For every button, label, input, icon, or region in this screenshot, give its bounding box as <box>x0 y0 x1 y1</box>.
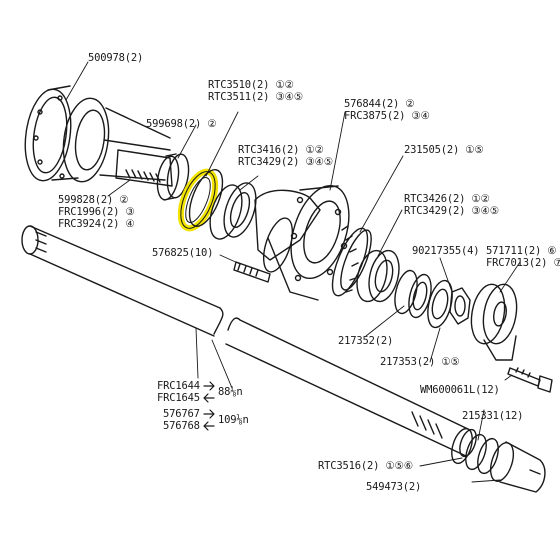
label-576767: 576767 <box>163 408 200 420</box>
label-rtc3516: RTC3516(2) ①⑤⑥ <box>318 460 413 472</box>
label-length-109: 109⅛n <box>218 414 249 426</box>
label-215331: 215331(12) <box>462 410 524 422</box>
stub-shaft <box>115 149 173 187</box>
label-231505: 231505(2) ①⑤ <box>404 144 484 156</box>
label-rtc3416: RTC3416(2) ①② RTC3429(2) ③④⑤ <box>238 144 333 168</box>
length-arrows <box>203 381 215 431</box>
label-rtc3510: RTC3510(2) ①② RTC3511(2) ③④⑤ <box>208 79 303 103</box>
halfshaft-long <box>21 225 477 458</box>
output-flange <box>470 283 518 361</box>
label-length-88: 88⅛n <box>218 386 243 398</box>
drive-flange <box>24 85 171 183</box>
label-217353: 217353(2) ①⑤ <box>380 356 460 368</box>
spacer-ring <box>156 153 190 201</box>
label-549473: 549473(2) <box>366 481 422 493</box>
label-217352: 217352(2) <box>338 335 394 347</box>
label-599698: 599698(2) ② <box>146 118 217 130</box>
label-571711: 571711(2) ⑥ FRC7013(2) ⑦ <box>486 245 560 269</box>
label-rtc3426: RTC3426(2) ①② RTC3429(2) ③④⑤ <box>404 193 499 217</box>
hub-nut <box>449 287 471 325</box>
label-wm600061: WM600061L(12) <box>420 384 500 396</box>
label-frc1645: FRC1645 <box>157 392 200 404</box>
label-576844: 576844(2) ② FRC3875(2) ③④ <box>344 98 430 122</box>
oil-seal-highlighted <box>177 168 224 232</box>
differential-carrier <box>254 184 350 301</box>
label-576768: 576768 <box>163 420 200 432</box>
crown-wheel <box>331 225 372 297</box>
end-rings <box>451 427 499 475</box>
end-cap <box>489 441 546 493</box>
right-bearing <box>356 249 400 303</box>
flange-bolt <box>507 367 553 393</box>
label-576825: 576825(10) <box>152 247 214 259</box>
wheel-stud <box>233 261 271 283</box>
label-90217355: 90217355(4) <box>412 245 480 257</box>
label-frc1644: FRC1644 <box>157 380 200 392</box>
label-500978: 500978(2) <box>88 52 144 64</box>
leader-lines <box>65 61 521 483</box>
label-599828: 599828(2) ② FRC1996(2) ③ FRC3924(2) ④ <box>58 194 135 230</box>
